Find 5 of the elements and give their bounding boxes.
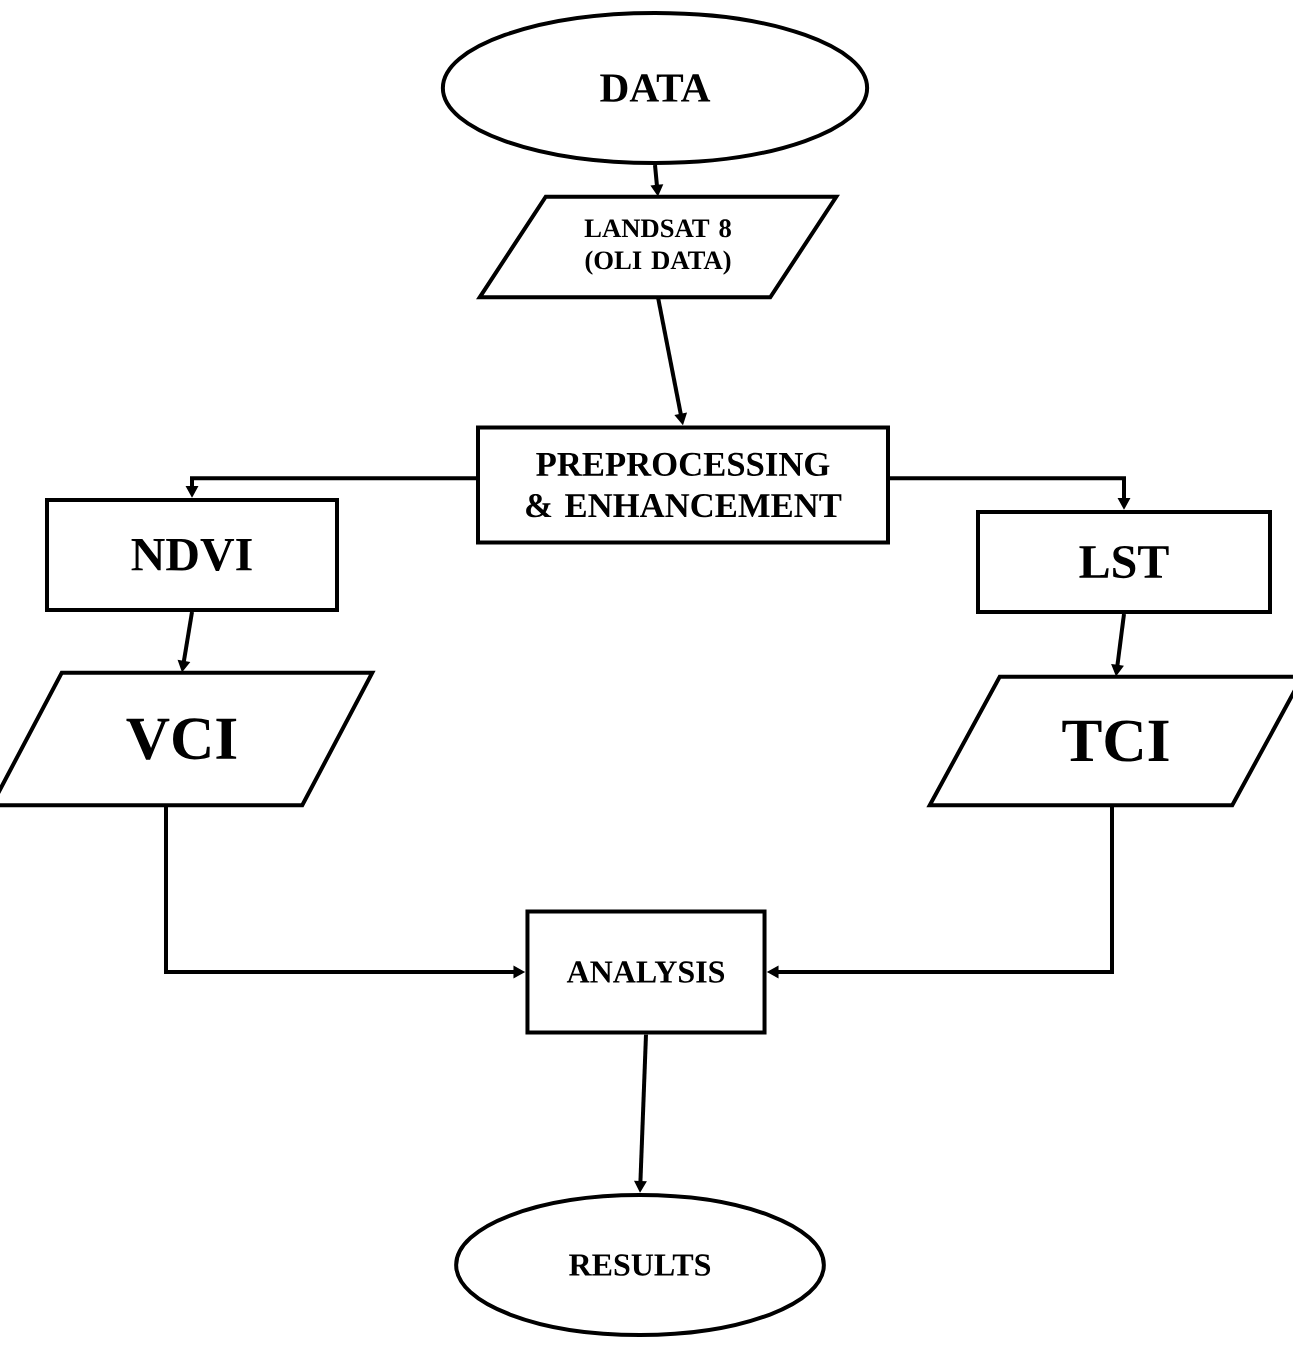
data-parallelogram: VCI [0,670,376,808]
process-box: ANALYSIS [525,909,767,1035]
process-box: PREPROCESSING & ENHANCEMENT [476,425,890,545]
process-box: LST [976,510,1272,614]
process-box: NDVI [45,498,339,612]
